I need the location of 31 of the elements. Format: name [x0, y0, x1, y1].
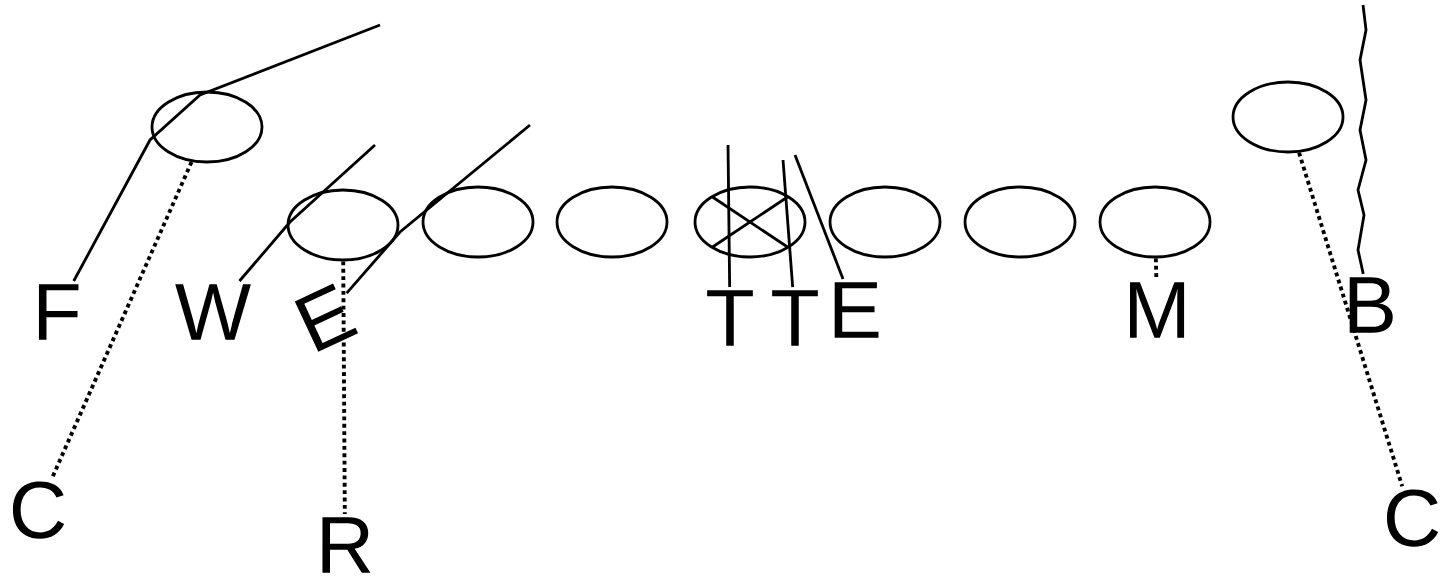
player-letter: R: [322, 517, 371, 573]
route-line: [793, 154, 845, 280]
dotted-route-line: [1153, 258, 1159, 280]
player-letter: E: [834, 282, 879, 338]
route-line: [238, 143, 376, 282]
dotted-route-line: [341, 261, 347, 515]
player-letter: M: [1130, 282, 1185, 338]
dotted-route-line: [1297, 152, 1405, 487]
player-ellipse: [828, 185, 942, 259]
player-letter: F: [38, 284, 79, 340]
player-letter: T: [707, 290, 753, 346]
dotted-route-line: [50, 161, 194, 479]
route-line: [1356, 4, 1368, 275]
route-line: [345, 123, 531, 295]
player-ellipse: [555, 185, 669, 259]
center-ellipse: [693, 185, 807, 259]
player-ellipse: [421, 185, 535, 259]
player-ellipse: [150, 90, 264, 164]
player-letter: C: [12, 481, 65, 539]
player-ellipse: [286, 188, 400, 262]
player-ellipse: [963, 185, 1077, 259]
player-letter: W: [175, 284, 251, 340]
player-letter: T: [772, 290, 818, 346]
player-letter: C: [1386, 489, 1439, 547]
route-line: [726, 145, 732, 288]
player-ellipse: [1231, 80, 1345, 154]
route-line: [72, 23, 381, 282]
player-ellipse: [1098, 185, 1212, 259]
route-line: [781, 159, 795, 288]
player-letter: B: [1349, 277, 1393, 333]
player-letter: E: [294, 283, 359, 352]
